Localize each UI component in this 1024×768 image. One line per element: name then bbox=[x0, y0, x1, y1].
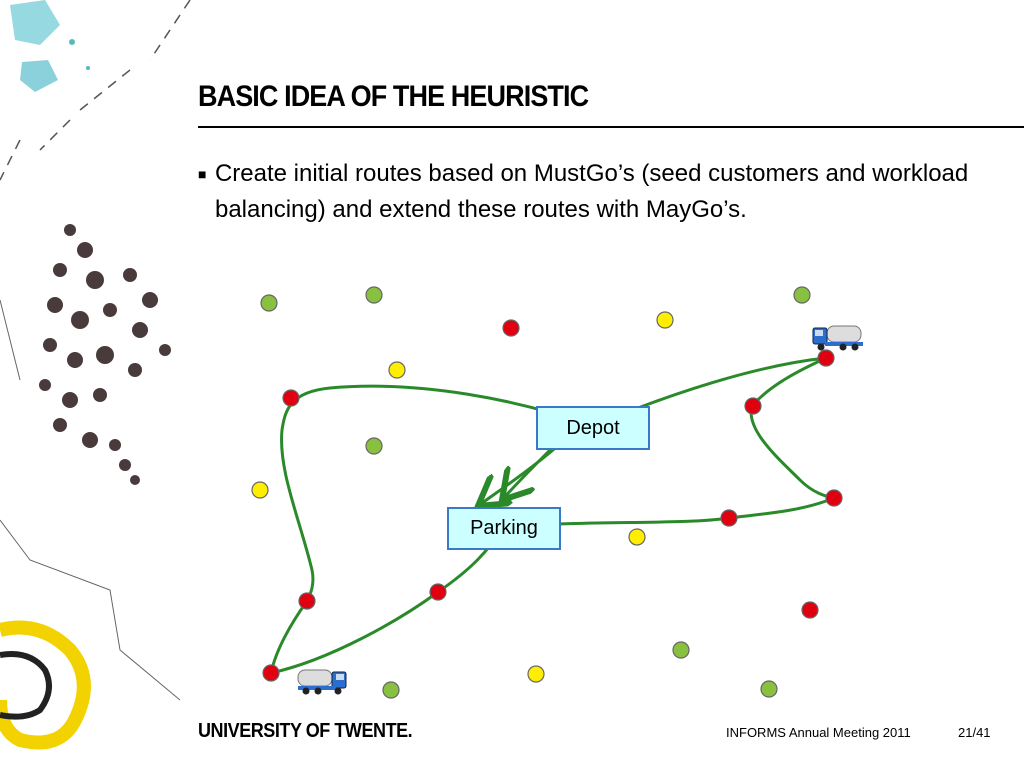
square-bullet-icon: ■ bbox=[198, 166, 207, 182]
mustgo-node bbox=[825, 489, 843, 507]
route-line bbox=[502, 446, 554, 500]
decorative-artwork bbox=[0, 0, 191, 750]
mustgo-node bbox=[744, 397, 762, 415]
maygo-green-node bbox=[672, 641, 690, 659]
route-line bbox=[478, 442, 561, 506]
maygo-yellow-node bbox=[251, 481, 269, 499]
maygo-green-node bbox=[365, 286, 383, 304]
mustgo-node bbox=[429, 583, 447, 601]
maygo-yellow-node bbox=[656, 311, 674, 329]
slide-title: BASIC IDEA OF THE HEURISTIC bbox=[198, 80, 589, 113]
mustgo-node bbox=[298, 592, 316, 610]
title-divider bbox=[198, 126, 1024, 128]
mustgo-node bbox=[262, 664, 280, 682]
event-name: INFORMS Annual Meeting 2011 bbox=[726, 725, 911, 740]
page-number: 21/41 bbox=[958, 725, 991, 740]
depot-box: Depot bbox=[536, 406, 650, 450]
bullet-item: ■ Create initial routes based on MustGo’… bbox=[198, 156, 998, 228]
truck-icon bbox=[297, 669, 347, 695]
depot-label: Depot bbox=[566, 416, 620, 439]
mustgo-node bbox=[720, 509, 738, 527]
bullet-text: Create initial routes based on MustGo’s … bbox=[214, 160, 969, 223]
mustgo-node bbox=[502, 319, 520, 337]
maygo-yellow-node bbox=[388, 361, 406, 379]
maygo-yellow-node bbox=[527, 665, 545, 683]
parking-label: Parking bbox=[470, 517, 538, 539]
maygo-yellow-node bbox=[628, 528, 646, 546]
mustgo-node bbox=[817, 349, 835, 367]
maygo-green-node bbox=[382, 681, 400, 699]
maygo-green-node bbox=[260, 294, 278, 312]
parking-box: Parking bbox=[447, 507, 561, 550]
mustgo-node bbox=[282, 389, 300, 407]
maygo-green-node bbox=[365, 437, 383, 455]
maygo-green-node bbox=[793, 286, 811, 304]
mustgo-node bbox=[801, 601, 819, 619]
truck-icon bbox=[812, 325, 863, 351]
maygo-green-node bbox=[760, 680, 778, 698]
university-logo-text: UNIVERSITY OF TWENTE. bbox=[198, 720, 413, 742]
